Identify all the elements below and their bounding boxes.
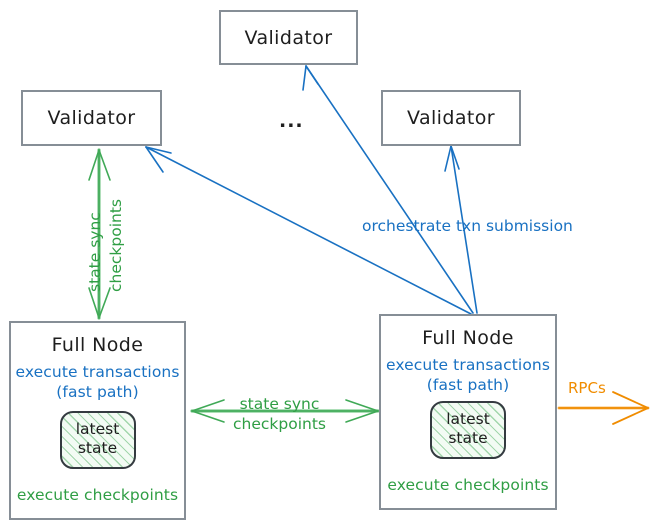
validator-box-top[interactable]: Validator bbox=[219, 10, 358, 65]
full-node-right-title: Full Node bbox=[422, 327, 514, 349]
edge-state-sync-horizontal bbox=[190, 399, 380, 423]
label-state-sync-horizontal-line1: state sync bbox=[239, 395, 320, 413]
latest-state-left-line2: state bbox=[77, 439, 118, 458]
edge-state-sync-vertical bbox=[88, 148, 111, 320]
label-checkpoints-vertical: checkpoints bbox=[107, 199, 125, 292]
full-node-left-execute-line1: execute transactions bbox=[15, 363, 180, 381]
latest-state-left-line1: latest bbox=[75, 419, 120, 438]
full-node-right-execute: execute transactions (fast path) bbox=[386, 356, 550, 396]
latest-state-right-line1: latest bbox=[446, 409, 490, 428]
full-node-left-checkpoints: execute checkpoints bbox=[16, 485, 179, 504]
validator-left-label: Validator bbox=[47, 107, 136, 129]
latest-state-box-left[interactable]: latest state bbox=[59, 410, 136, 469]
validator-top-label: Validator bbox=[244, 26, 333, 49]
label-rpcs: RPCs bbox=[568, 379, 606, 397]
label-orchestrate-txn-submission: orchestrate txn submission bbox=[362, 217, 573, 235]
full-node-right-checkpoints: execute checkpoints bbox=[387, 475, 549, 494]
label-state-sync-vertical: state sync bbox=[86, 212, 104, 292]
full-node-left-execute: execute transactions (fast path) bbox=[15, 363, 179, 403]
full-node-right-execute-line2: (fast path) bbox=[426, 375, 510, 394]
validator-box-left[interactable]: Validator bbox=[21, 90, 162, 146]
full-node-box-left[interactable]: Full Node execute transactions (fast pat… bbox=[9, 321, 186, 520]
edge-fullnode-to-validator-right bbox=[444, 145, 478, 314]
full-node-left-title: Full Node bbox=[51, 334, 144, 356]
full-node-right-execute-line1: execute transactions bbox=[385, 356, 551, 374]
label-checkpoints-horizontal: checkpoints bbox=[233, 415, 326, 434]
edge-fullnode-to-validator-left bbox=[145, 146, 472, 315]
latest-state-box-right[interactable]: latest state bbox=[430, 400, 506, 459]
full-node-left-execute-line2: (fast path) bbox=[56, 382, 139, 401]
edge-rpcs bbox=[557, 391, 650, 425]
validator-right-label: Validator bbox=[407, 107, 495, 129]
latest-state-right-line2: state bbox=[448, 429, 488, 448]
validators-ellipsis: ... bbox=[279, 110, 304, 132]
edge-fullnode-to-validator-top bbox=[302, 65, 474, 314]
validator-box-right[interactable]: Validator bbox=[381, 90, 521, 146]
full-node-box-right[interactable]: Full Node execute transactions (fast pat… bbox=[379, 314, 557, 510]
label-state-sync-horizontal: state sync checkpoints bbox=[233, 394, 326, 434]
